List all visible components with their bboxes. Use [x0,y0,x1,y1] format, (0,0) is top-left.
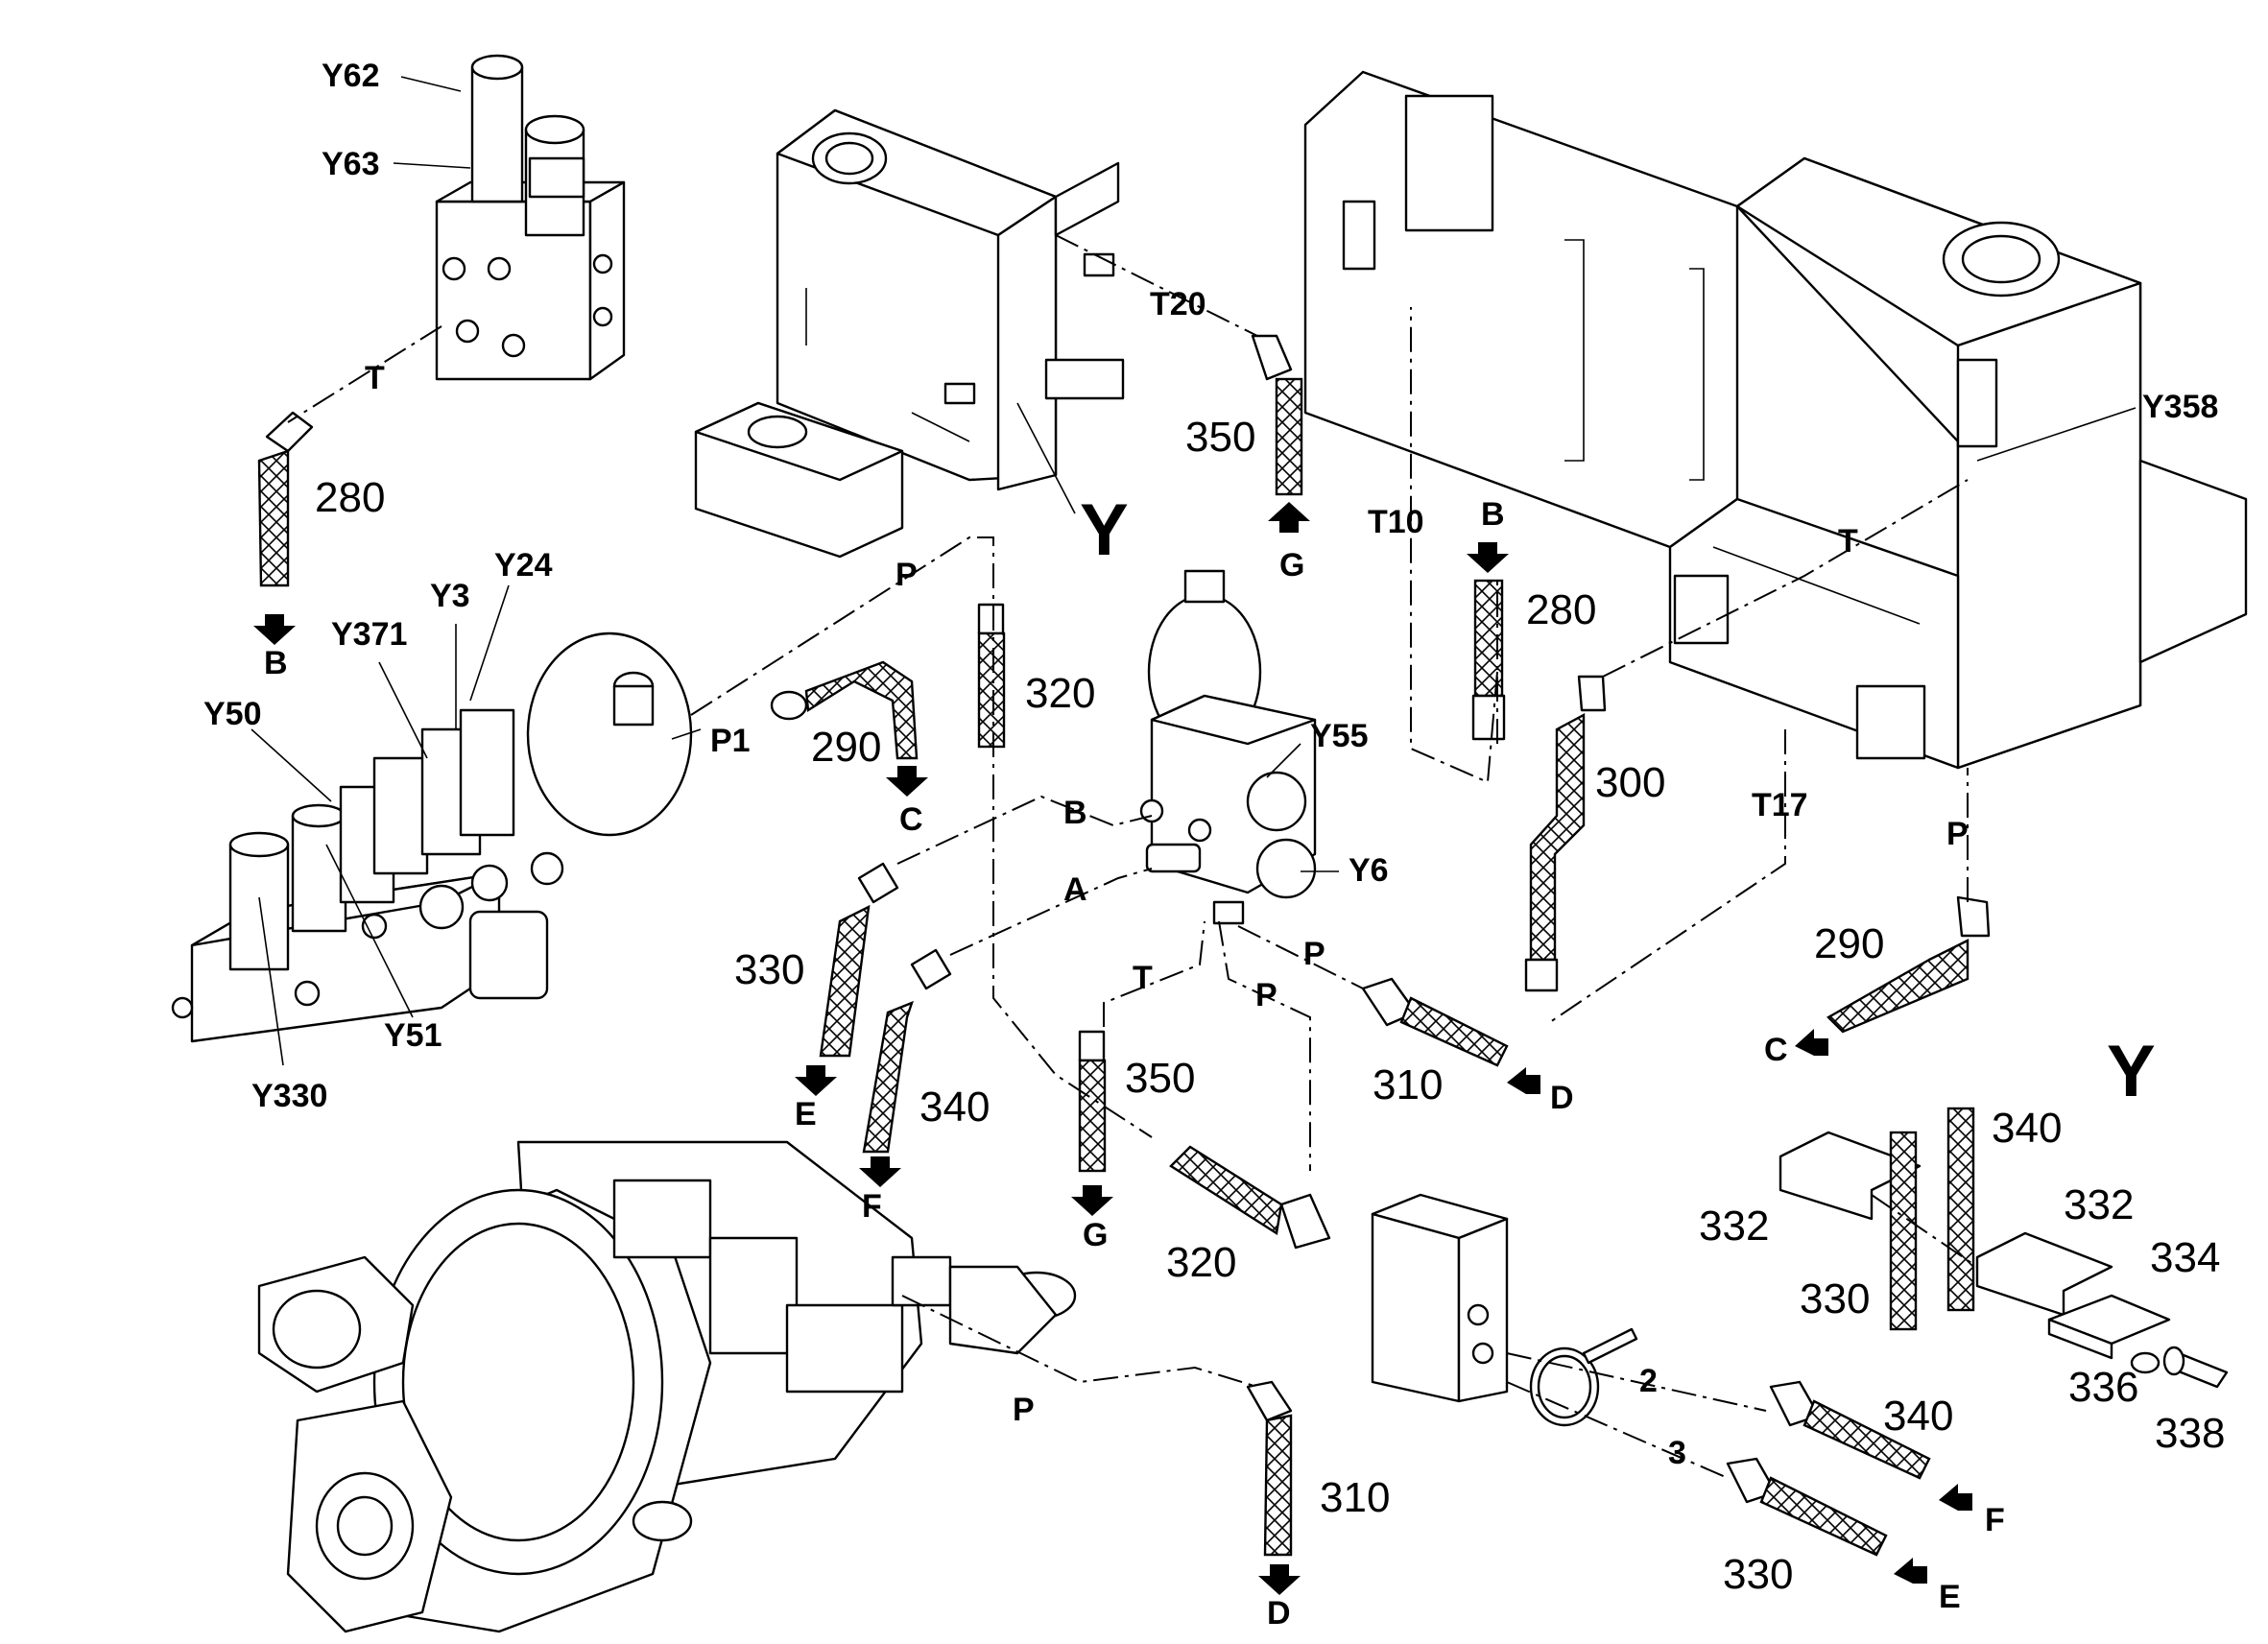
callout-336: 336 [2068,1364,2138,1411]
callout-p-mid-b: P [1255,977,1277,1013]
callout-y330: Y330 [251,1078,327,1114]
hoses [257,334,1991,1557]
hydraulic-tank-center [694,108,1125,559]
callout-y3: Y3 [430,578,470,614]
callout-y63: Y63 [322,146,380,182]
callout-p-lower: P [1013,1392,1035,1428]
arrow-down-b-left [253,614,296,645]
arrow-down-e-mid [795,1065,837,1096]
callout-c-mid: C [899,801,923,838]
callout-f-right: F [1985,1502,2005,1538]
callout-p-upper: P [895,557,918,593]
callout-280-right: 280 [1526,586,1596,633]
callout-y358: Y358 [2142,389,2218,425]
callout-t-mid: T [1133,960,1153,996]
callout-290-right: 290 [1814,920,1884,967]
callout-t10: T10 [1368,504,1424,540]
callout-a-mid: A [1063,871,1087,908]
arrow-up-g-upper [1268,502,1310,533]
callout-b-right: B [1481,496,1505,533]
callout-y50: Y50 [203,696,262,732]
main-valve-block [171,631,693,1043]
callout-340-detail-top: 340 [1992,1105,2062,1152]
callout-b-left: B [264,645,288,681]
arrow-down-c-mid [886,766,928,797]
callout-280-left: 280 [315,474,385,521]
engine-pump-assembly [257,1140,1077,1633]
callout-340-detail-bottom: 340 [1883,1393,1953,1440]
callout-labels: Y62 Y63 T 280 B Y371 Y3 Y24 Y50 Y51 Y330… [203,58,2225,1632]
arrow-left-c-right [1795,1029,1828,1056]
callout-y24: Y24 [494,547,553,584]
callout-g-lower: G [1083,1217,1108,1253]
callout-334: 334 [2150,1234,2220,1281]
callout-332-right: 332 [2064,1181,2134,1228]
callout-d-lower: D [1267,1595,1291,1632]
arrow-down-g-lower [1071,1185,1113,1216]
callout-y-detail-pointer: Y [1080,489,1129,571]
callout-t17: T17 [1752,787,1808,823]
callout-d-mid: D [1550,1080,1574,1116]
callout-y371: Y371 [331,616,407,653]
callout-e-mid: E [795,1096,817,1132]
callout-b-mid: B [1063,795,1087,831]
callout-p-mid-a: P [1303,936,1325,972]
callout-3: 3 [1668,1435,1686,1471]
callout-y6: Y6 [1349,852,1389,889]
callout-t-top-left: T [365,360,385,396]
callout-340-mid: 340 [919,1084,990,1131]
callout-2: 2 [1639,1363,1658,1399]
callout-338: 338 [2155,1410,2225,1457]
callout-t-right: T [1838,523,1858,560]
arrow-down-f-mid [859,1156,901,1187]
valve-block-y62-y63 [435,54,626,381]
detail-y-clamp-parts [1779,1107,2229,1389]
callout-e-right: E [1939,1579,1961,1615]
callout-p1: P1 [710,723,751,759]
arrow-left-f-right [1939,1484,1972,1511]
spacer-block [1371,1193,1509,1403]
hydraulic-tank-right [1303,70,2248,770]
callout-g-upper: G [1279,547,1304,584]
callout-320-lower: 320 [1166,1239,1236,1286]
callout-y55: Y55 [1310,718,1369,754]
hose-clamp [1529,1327,1638,1427]
arrow-left-d-mid [1507,1067,1540,1094]
callout-332-left: 332 [1699,1203,1769,1250]
callout-350-upper: 350 [1185,414,1255,461]
arrow-down-b-right [1467,542,1509,573]
leader-lines [251,76,2137,1066]
callout-y51: Y51 [384,1017,442,1054]
detail-view-title: Y [2107,1031,2156,1112]
connection-lines [287,234,1978,1479]
arrow-left-e-right [1894,1558,1927,1584]
arrow-down-d-lower [1258,1564,1301,1595]
callout-330-mid: 330 [734,946,804,993]
callout-320-upper: 320 [1025,670,1095,717]
callout-350-lower: 350 [1125,1055,1195,1102]
flow-arrows [253,502,1972,1595]
callout-310-mid: 310 [1373,1061,1443,1108]
callout-290-mid: 290 [811,724,881,771]
callout-t20: T20 [1150,286,1206,322]
callout-f-mid: F [862,1188,882,1225]
callout-330-detail-bottom: 330 [1723,1551,1793,1598]
callout-330-detail: 330 [1800,1275,1870,1322]
callout-310-lower: 310 [1320,1474,1390,1521]
callout-y62: Y62 [322,58,380,94]
callout-p-right: P [1946,816,1969,852]
callout-300: 300 [1595,759,1665,806]
accumulator-valve-y55-y6 [1139,569,1317,925]
callout-c-right: C [1764,1032,1788,1068]
